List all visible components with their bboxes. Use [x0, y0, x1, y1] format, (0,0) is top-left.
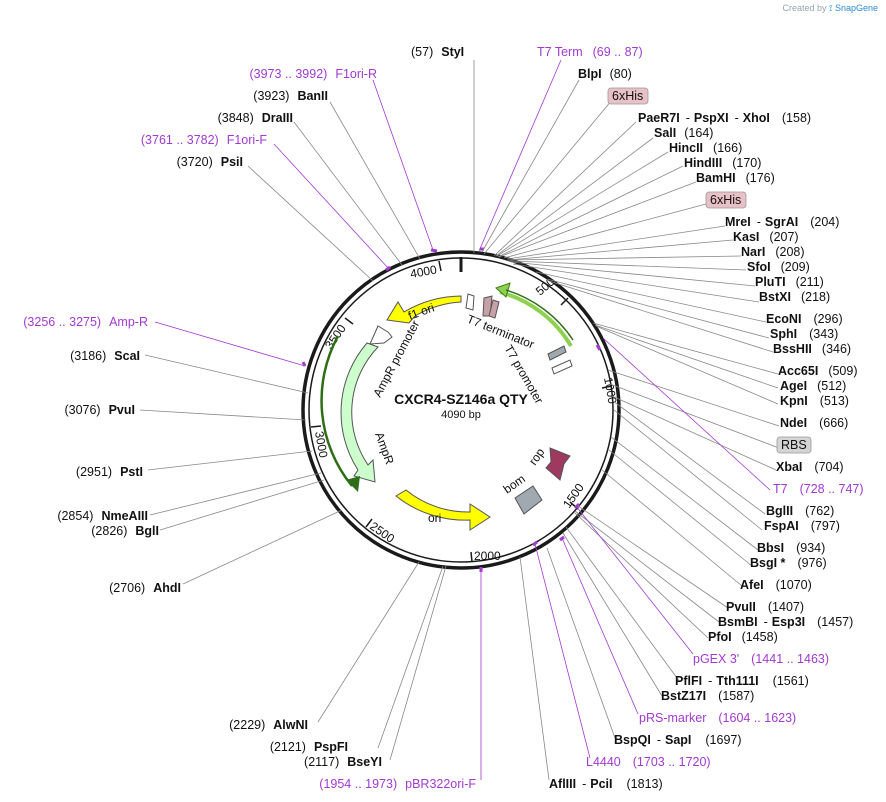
t7-terminator-mark-2	[488, 299, 500, 319]
site-labels-left: (1954 .. 1973)pBR322ori-F (2117)BseYI (2…	[23, 67, 476, 791]
site-pfoi[interactable]: PfoI(1458)	[708, 630, 778, 644]
tick-label-4000: 4000	[409, 262, 438, 280]
snapgene-credit: Created by ⟟ SnapGene	[783, 3, 878, 14]
site-paer7i[interactable]: PaeR7I-PspXI-XhoI(158)	[638, 111, 811, 125]
rop-label: rop	[526, 445, 548, 468]
primer-marks	[301, 247, 602, 572]
site-pluti[interactable]: PluTI(211)	[755, 275, 824, 289]
site-ndei[interactable]: NdeI(666)	[780, 416, 848, 430]
site-fspai[interactable]: FspAI(797)	[764, 519, 840, 533]
site-alwni[interactable]: (2229)AlwNI	[229, 718, 308, 732]
site-styi[interactable]: (57)StyI	[411, 45, 464, 59]
tag-6xhis-1[interactable]: 6xHis	[607, 87, 649, 105]
ori-arrow	[395, 489, 491, 531]
site-kpni[interactable]: KpnI(513)	[780, 394, 849, 408]
tick-label-1000: 1000	[601, 376, 619, 405]
site-hincii[interactable]: HincII(166)	[669, 141, 742, 155]
site-bspqi[interactable]: BspQI-SapI(1697)	[614, 733, 742, 747]
site-hindiii[interactable]: HindIII(170)	[684, 156, 761, 170]
bom-box	[514, 485, 543, 515]
primer-t7[interactable]: T7(728 .. 747)	[773, 482, 864, 496]
ampr-arrow	[340, 342, 379, 483]
t7-terminator-label: T7 terminator	[465, 312, 536, 352]
site-pspfi[interactable]: (2121)PspFI	[270, 740, 348, 754]
primer-amp-r[interactable]: (3256 .. 3275)Amp-R	[23, 315, 148, 329]
site-bstxi[interactable]: BstXI(218)	[759, 290, 830, 304]
primer-f1ori-f[interactable]: (3761 .. 3782)F1ori-F	[141, 133, 267, 147]
site-psii[interactable]: (3720)PsiI	[177, 155, 243, 169]
site-pvui[interactable]: (3076)PvuI	[64, 403, 135, 417]
f1-promoter-arrow	[465, 293, 475, 311]
site-nari[interactable]: NarI(208)	[741, 245, 805, 259]
tick-label-1500: 1500	[560, 481, 587, 511]
credit-prefix: Created by	[782, 3, 827, 13]
plasmid-name: CXCR4-SZ146a QTY	[394, 391, 528, 407]
ampr-label: AmpR	[372, 430, 397, 466]
site-xbai[interactable]: XbaI(704)	[776, 460, 844, 474]
tag-6xhis-2[interactable]: 6xHis	[705, 191, 747, 209]
f1-ori-arrow	[386, 295, 462, 324]
ampr-promoter-arrow	[369, 325, 393, 345]
plasmid-size: 4090 bp	[441, 409, 481, 421]
site-afliii[interactable]: AflIII-PciI(1813)	[549, 777, 663, 791]
site-draiii[interactable]: (3848)DraIII	[218, 111, 293, 125]
site-nmeaiii[interactable]: (2854)NmeAIII	[57, 509, 148, 523]
primer-l4440[interactable]: L4440(1703 .. 1720)	[586, 755, 711, 769]
primer-t7term[interactable]: T7 Term(69 .. 87)	[537, 45, 643, 59]
leader-lines	[139, 59, 780, 781]
t7-promoter-arrow	[547, 345, 567, 361]
site-econi[interactable]: EcoNI(296)	[766, 312, 843, 326]
site-psti[interactable]: (2951)PstI	[76, 465, 143, 479]
primer-f1ori-r[interactable]: (3973 .. 3992)F1ori-R	[249, 67, 377, 81]
svg-text:6xHis: 6xHis	[612, 89, 643, 103]
site-sphi[interactable]: SphI(343)	[770, 327, 838, 341]
site-bseyi[interactable]: (2117)BseYI	[304, 755, 382, 769]
site-bsmbi[interactable]: BsmBI-Esp3I(1457)	[718, 615, 853, 629]
site-pflfi[interactable]: PflFI-Tth111I(1561)	[675, 674, 809, 688]
site-sfoi[interactable]: SfoI(209)	[747, 260, 810, 274]
site-scai[interactable]: (3186)ScaI	[70, 349, 140, 363]
site-labels-right: (57)StyI T7 Term(69 .. 87) BlpI(80) 6xHi…	[411, 45, 864, 791]
ampr-direction-arrow	[320, 335, 353, 487]
site-afei[interactable]: AfeI(1070)	[740, 578, 812, 592]
site-blpi[interactable]: BlpI(80)	[578, 67, 632, 81]
tick-label-2000: 2000	[474, 549, 501, 563]
site-pvuii[interactable]: PvuII(1407)	[726, 600, 804, 614]
site-banii[interactable]: (3923)BanII	[253, 89, 328, 103]
ampr-direction-arrowhead	[346, 476, 360, 492]
ori-label: ori	[428, 511, 441, 525]
site-bgli[interactable]: (2826)BglI	[91, 524, 159, 538]
primer-pgex3[interactable]: pGEX 3'(1441 .. 1463)	[693, 652, 829, 666]
site-acc65i[interactable]: Acc65I(509)	[778, 364, 858, 378]
lac-operator-arrow	[551, 359, 573, 375]
site-mrei[interactable]: MreI-SgrAI(204)	[725, 215, 839, 229]
svg-text:6xHis: 6xHis	[710, 193, 741, 207]
t7-direction-arrow	[505, 289, 574, 341]
site-kasi[interactable]: KasI(207)	[733, 230, 799, 244]
credit-brand: SnapGene	[834, 3, 878, 13]
site-sali[interactable]: SalI(164)	[654, 126, 713, 140]
site-bsshii[interactable]: BssHII(346)	[773, 342, 851, 356]
snapgene-logo-icon: ⟟	[829, 3, 833, 13]
site-agei[interactable]: AgeI(512)	[780, 379, 846, 393]
svg-text:RBS: RBS	[781, 438, 807, 452]
site-bsgi[interactable]: BsgI *(976)	[750, 556, 827, 570]
backbone-outer	[301, 250, 621, 570]
primer-prsmarker[interactable]: pRS-marker(1604 .. 1623)	[639, 711, 796, 725]
site-bglii[interactable]: BglII(762)	[766, 504, 834, 518]
site-bbsi[interactable]: BbsI(934)	[757, 541, 825, 555]
site-bamhi[interactable]: BamHI(176)	[696, 171, 775, 185]
site-ahdi[interactable]: (2706)AhdI	[109, 581, 181, 595]
primer-pbr322ori-f[interactable]: (1954 .. 1973)pBR322ori-F	[319, 777, 476, 791]
rop-arrow	[545, 447, 571, 481]
site-bstz17i[interactable]: BstZ17I(1587)	[661, 689, 754, 703]
tag-rbs[interactable]: RBS	[776, 436, 812, 454]
t7-promoter-green-arrow	[499, 290, 573, 348]
